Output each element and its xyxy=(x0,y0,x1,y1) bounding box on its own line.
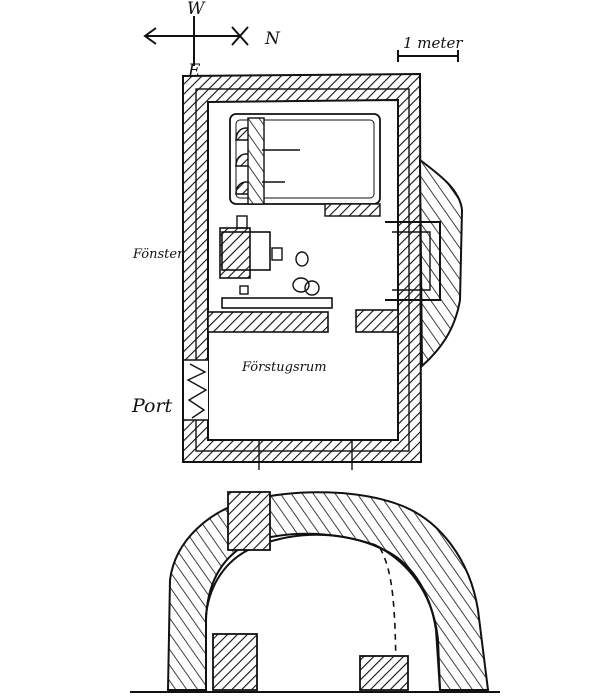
plan-east-opening-inner xyxy=(392,231,431,291)
section-vault-inner xyxy=(205,533,441,691)
plan-stone-1 xyxy=(295,251,309,267)
plan-east-opening xyxy=(385,221,441,301)
plan-small-block-1 xyxy=(236,215,248,229)
plan-stone-3 xyxy=(304,280,320,296)
section-elevation xyxy=(130,491,500,693)
compass-north-label: N xyxy=(264,29,281,49)
section-right-block xyxy=(359,655,409,691)
compass-north-cross-b xyxy=(231,26,249,46)
compass: W N E xyxy=(143,0,281,81)
compass-west-arrowhead xyxy=(143,27,157,45)
section-top-block xyxy=(227,491,271,551)
plan-small-block-2 xyxy=(271,247,283,261)
plan-stone-2 xyxy=(292,277,310,293)
scale-label: 1 meter xyxy=(403,34,463,52)
anteroom-label: Förstugsrum xyxy=(241,360,327,375)
compass-west-label: W xyxy=(187,0,206,19)
scale-bar: 1 meter xyxy=(397,34,463,62)
plan-chamber-divider xyxy=(247,117,265,205)
floor-plan: Fönster Förstugsrum Port xyxy=(131,72,464,470)
window-label: Fönster xyxy=(132,247,184,262)
plan-chamber-south-wall xyxy=(324,203,381,217)
plan-inner-chamber xyxy=(229,113,381,205)
plan-interior-wall-upper xyxy=(221,297,333,309)
plan-small-block-3 xyxy=(239,285,249,295)
plan-door-gap xyxy=(184,360,208,420)
plan-inner-outline xyxy=(195,88,410,452)
plan-door-scribble xyxy=(186,363,208,419)
door-label: Port xyxy=(131,395,173,417)
plan-interior-wall xyxy=(207,311,329,333)
plan-chamber-inner-line xyxy=(235,119,375,199)
plan-interior-wall-east xyxy=(355,309,399,333)
section-left-block xyxy=(212,633,258,691)
plan-outer-wall xyxy=(182,72,423,463)
plan-window-frame xyxy=(221,231,271,271)
